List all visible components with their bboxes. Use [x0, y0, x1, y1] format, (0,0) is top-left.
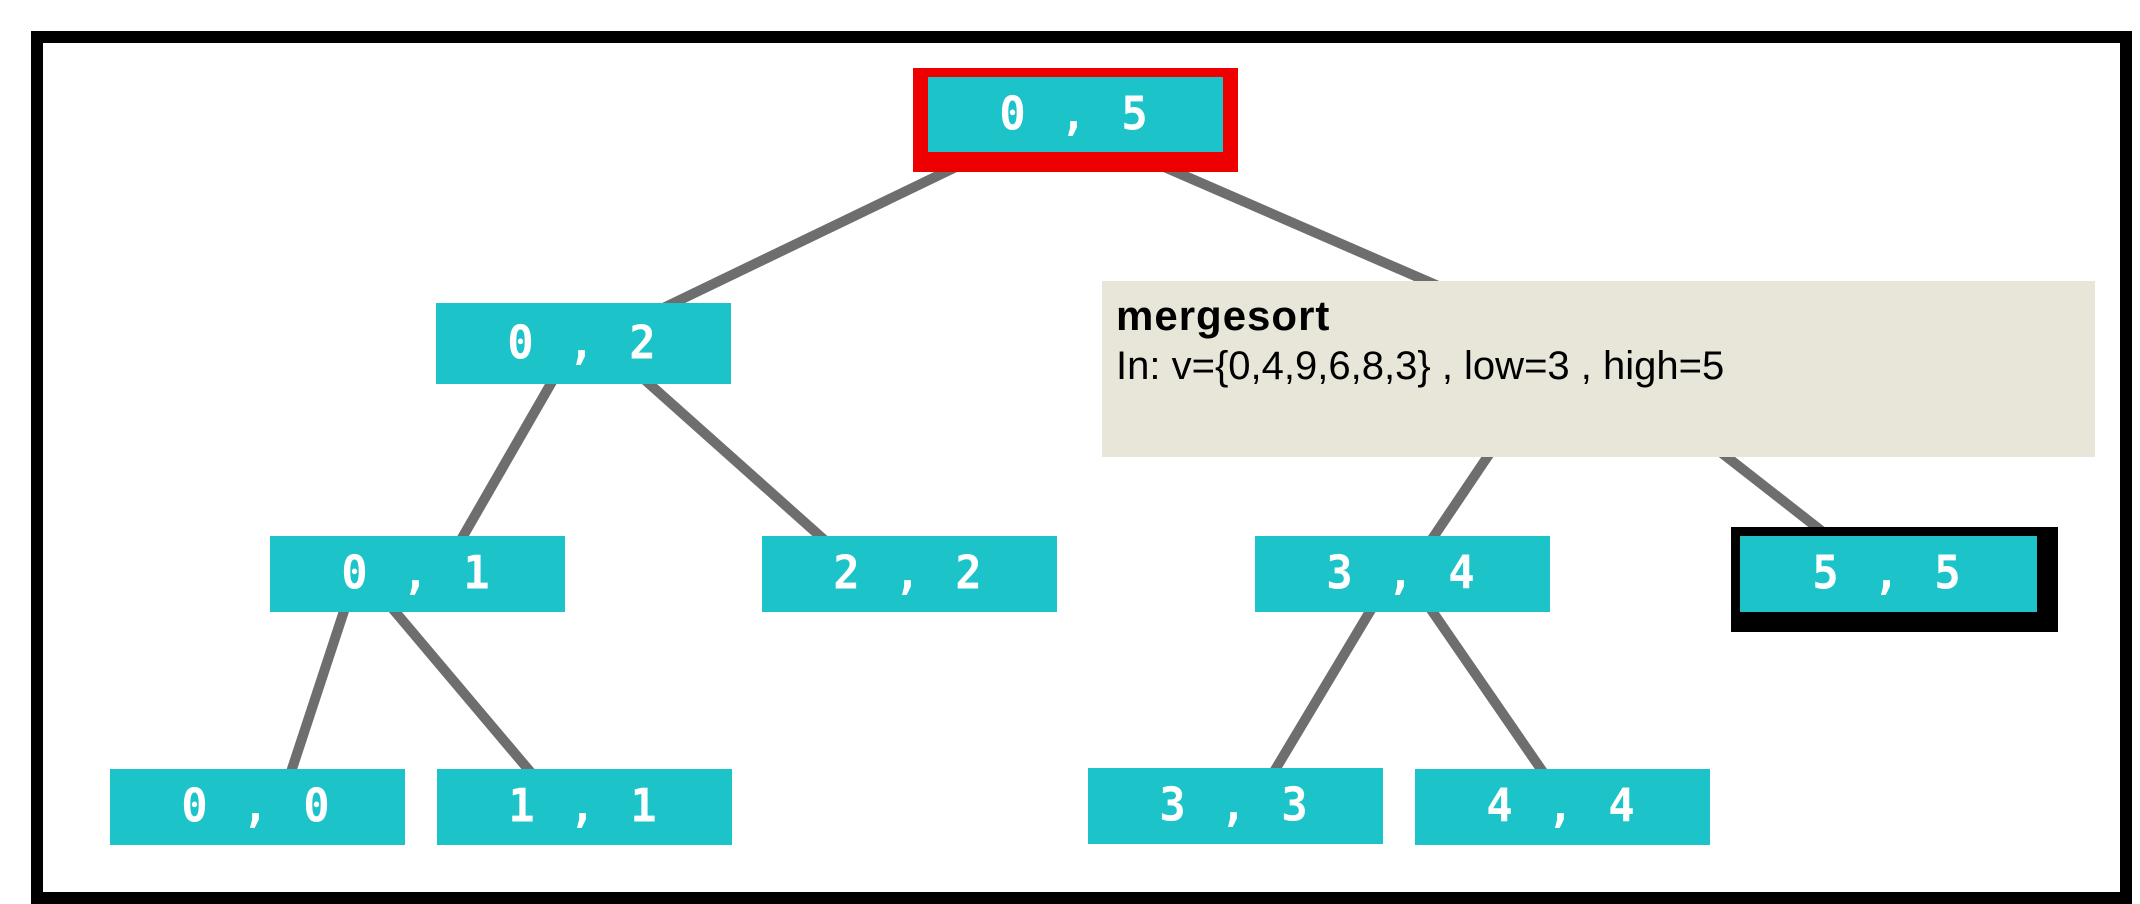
tree-node-4-4[interactable]: 4 , 4 — [1415, 769, 1710, 845]
node-label: 0 , 2 — [507, 316, 660, 370]
edge-0-1-to-0-0 — [285, 606, 350, 777]
edge-3-5-to-3-4 — [1423, 447, 1497, 548]
edge-3-4-to-3-3 — [1267, 605, 1377, 778]
tree-node-1-1[interactable]: 1 , 1 — [437, 769, 732, 845]
tooltip-detail: In: v={0,4,9,6,8,3} , low=3 , high=5 — [1116, 344, 1725, 388]
tooltip-title: mergesort — [1116, 292, 1331, 339]
edge-0-5-to-0-2 — [652, 161, 961, 317]
edge-0-5-to-3-5 — [1160, 161, 1454, 297]
node-label: 0 , 0 — [181, 779, 334, 834]
edge-0-1-to-1-1 — [388, 604, 537, 779]
tree-node-3-4[interactable]: 3 , 4 — [1255, 536, 1550, 612]
node-label: 0 , 1 — [341, 546, 494, 601]
node-label: 3 , 3 — [1159, 778, 1312, 833]
node-label: 4 , 4 — [1486, 779, 1639, 834]
tree-node-5-5[interactable]: 5 , 5 — [1731, 527, 2058, 632]
tree-node-3-3[interactable]: 3 , 3 — [1088, 768, 1383, 844]
mergesort-tooltip: mergesort In: v={0,4,9,6,8,3} , low=3 , … — [1102, 281, 2095, 457]
tree-node-0-1[interactable]: 0 , 1 — [270, 536, 565, 612]
tree-node-0-2[interactable]: 0 , 2 — [436, 303, 731, 384]
tree-node-2-2[interactable]: 2 , 2 — [762, 536, 1057, 612]
edge-3-5-to-5-5 — [1714, 446, 1832, 540]
node-label: 2 , 2 — [833, 546, 986, 601]
node-label: 1 , 1 — [508, 779, 661, 834]
node-label: 3 , 4 — [1326, 546, 1479, 601]
node-label: 5 , 5 — [1812, 546, 1965, 601]
edge-0-2-to-2-2 — [641, 376, 834, 549]
tree-node-0-5[interactable]: 0 , 5 — [913, 68, 1238, 172]
node-label: 0 , 5 — [999, 87, 1152, 141]
edge-3-4-to-4-4 — [1425, 605, 1550, 778]
edge-0-2-to-0-1 — [453, 377, 558, 548]
tree-node-0-0[interactable]: 0 , 0 — [110, 769, 405, 845]
